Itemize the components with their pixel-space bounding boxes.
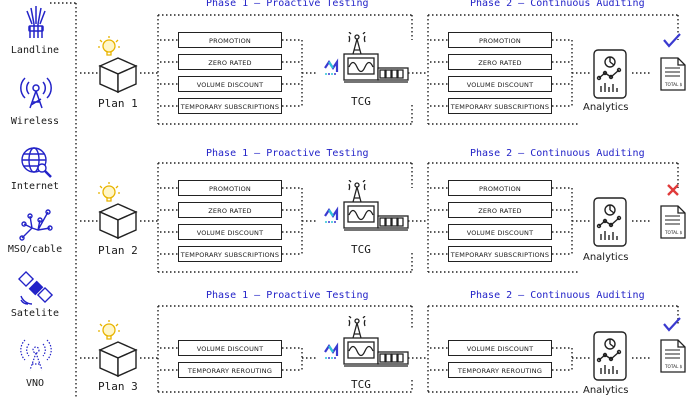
- phase2-item: PROMOTION: [448, 180, 552, 196]
- plan-row-2: Phase 1 – Proactive Testing Phase 2 – Co…: [0, 148, 690, 278]
- analytics-tablet-icon: [593, 331, 627, 381]
- analytics-label: Analytics: [583, 102, 629, 113]
- sidebar-item-label: MSO/cable: [7, 244, 63, 255]
- sidebar-item-label: VNO: [25, 378, 45, 389]
- row-connectors: [80, 162, 679, 273]
- phase1-item: PROMOTION: [178, 32, 282, 48]
- wireless-tower-icon: [20, 77, 52, 109]
- plan-row-1: Phase 1 – Proactive Testing Phase 2 – Co…: [0, 0, 690, 130]
- analytics-tablet-icon: [593, 49, 627, 99]
- plan-label: Plan 2: [98, 244, 138, 257]
- analytics-tablet-icon: [593, 197, 627, 247]
- check-mark-icon: [663, 33, 681, 48]
- phase2-title: Phase 2 – Continuous Auditing: [470, 0, 645, 9]
- row-connectors: [80, 305, 679, 393]
- plan-row-3: Phase 1 – Proactive Testing Phase 2 – Co…: [0, 290, 690, 400]
- row-connectors: [80, 14, 679, 125]
- invoice-total-text: TOTAL $: [664, 230, 683, 235]
- check-mark-icon: [663, 317, 681, 332]
- phase2-item: VOLUME DISCOUNT: [448, 340, 552, 356]
- invoice-total-text: TOTAL $: [664, 364, 683, 369]
- internet-globe-icon: [21, 147, 52, 178]
- tcg-device-icon: [324, 180, 409, 231]
- invoice-document-icon: TOTAL $: [660, 205, 686, 239]
- tcg-label: TCG: [351, 95, 371, 108]
- cross-mark-icon: [667, 184, 679, 196]
- tcg-label: TCG: [351, 243, 371, 256]
- tcg-label: TCG: [351, 378, 371, 391]
- phase2-title: Phase 2 – Continuous Auditing: [470, 148, 645, 159]
- phase2-item: ZERO RATED: [448, 202, 552, 218]
- vno-antenna-icon: [20, 339, 52, 371]
- phase1-item: ZERO RATED: [178, 202, 282, 218]
- phase2-item: VOLUME DISCOUNT: [448, 224, 552, 240]
- analytics-label: Analytics: [583, 385, 629, 396]
- phase2-item: TEMPORARY REROUTING: [448, 362, 552, 378]
- phase1-item: TEMPORARY SUBSCRIPTIONS: [178, 246, 282, 262]
- phase2-item: TEMPORARY SUBSCRIPTIONS: [448, 246, 552, 262]
- sidebar-item-label: Wireless: [10, 116, 60, 127]
- sidebar-item-label: Landline: [10, 45, 60, 56]
- cable-network-icon: [19, 209, 53, 241]
- tcg-device-icon: [324, 32, 409, 83]
- invoice-total-text: TOTAL $: [664, 82, 683, 87]
- phase2-item: PROMOTION: [448, 32, 552, 48]
- phase1-item: TEMPORARY SUBSCRIPTIONS: [178, 98, 282, 114]
- satellite-icon: [18, 270, 54, 305]
- phase1-title: Phase 1 – Proactive Testing: [206, 148, 369, 159]
- phase1-item: VOLUME DISCOUNT: [178, 76, 282, 92]
- plan-box-lightbulb-icon: [98, 182, 138, 240]
- phase1-item: VOLUME DISCOUNT: [178, 224, 282, 240]
- phase1-item: ZERO RATED: [178, 54, 282, 70]
- phase2-item: TEMPORARY SUBSCRIPTIONS: [448, 98, 552, 114]
- phase1-item: VOLUME DISCOUNT: [178, 340, 282, 356]
- sidebar: Landline Wireless Internet: [0, 0, 78, 400]
- plan-label: Plan 1: [98, 97, 138, 110]
- phase1-title: Phase 1 – Proactive Testing: [206, 0, 369, 9]
- tcg-device-icon: [324, 316, 409, 367]
- phase1-title: Phase 1 – Proactive Testing: [206, 290, 369, 301]
- landline-fiber-icon: [26, 6, 46, 38]
- phase2-item: ZERO RATED: [448, 54, 552, 70]
- phase1-item: PROMOTION: [178, 180, 282, 196]
- sidebar-item-label: Satelite: [10, 308, 60, 319]
- sidebar-item-label: Internet: [10, 181, 60, 192]
- analytics-label: Analytics: [583, 252, 629, 263]
- sidebar-frame: [50, 2, 77, 398]
- phase2-item: VOLUME DISCOUNT: [448, 76, 552, 92]
- phase2-title: Phase 2 – Continuous Auditing: [470, 290, 645, 301]
- phase1-item: TEMPORARY REROUTING: [178, 362, 282, 378]
- invoice-document-icon: TOTAL $: [660, 57, 686, 91]
- plan-box-lightbulb-icon: [98, 320, 138, 378]
- plan-label: Plan 3: [98, 380, 138, 393]
- invoice-document-icon: TOTAL $: [660, 339, 686, 373]
- plan-box-lightbulb-icon: [98, 36, 138, 94]
